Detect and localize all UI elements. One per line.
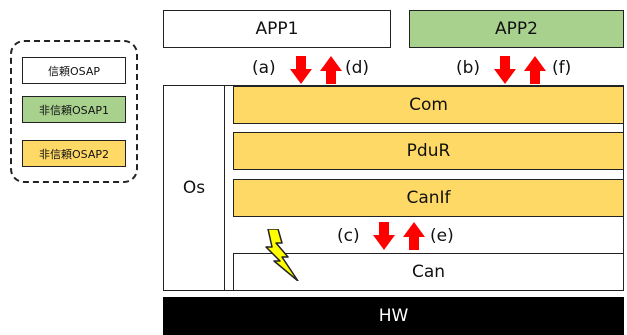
legend-item-trusted-osap: 信頼OSAP xyxy=(22,57,126,84)
arrow-label-f: (f) xyxy=(552,58,572,78)
app1-box: APP1 xyxy=(163,10,391,48)
can-box: Can xyxy=(233,253,624,291)
app1-label: APP1 xyxy=(255,19,299,39)
os-box: Os xyxy=(163,85,225,291)
arrow-label-a: (a) xyxy=(252,58,276,78)
up-arrow-icon xyxy=(524,56,546,84)
legend-item-untrusted-osap1: 非信頼OSAP1 xyxy=(22,96,126,123)
arrow-label-d: (d) xyxy=(345,58,370,78)
up-arrow-icon xyxy=(403,222,425,250)
pdur-label: PduR xyxy=(406,141,451,161)
down-arrow-icon xyxy=(494,56,516,84)
com-label: Com xyxy=(409,95,448,115)
canif-box: CanIf xyxy=(233,179,624,217)
pdur-box: PduR xyxy=(233,132,624,170)
app2-box: APP2 xyxy=(409,10,624,48)
arrow-label-b: (b) xyxy=(456,58,481,78)
lightning-bolt-icon xyxy=(265,229,299,281)
com-box: Com xyxy=(233,86,624,124)
can-label: Can xyxy=(411,262,446,282)
canif-label: CanIf xyxy=(406,188,451,208)
legend-frame xyxy=(10,40,138,183)
os-label: Os xyxy=(182,178,206,198)
hw-label: HW xyxy=(378,306,409,326)
legend-item-untrusted-osap2: 非信頼OSAP2 xyxy=(22,140,126,167)
arrow-label-c: (c) xyxy=(337,226,360,246)
down-arrow-icon xyxy=(290,56,312,84)
app2-label: APP2 xyxy=(495,19,538,39)
arrow-label-e: (e) xyxy=(430,226,454,246)
up-arrow-icon xyxy=(320,56,342,84)
hw-box: HW xyxy=(163,297,624,335)
down-arrow-icon xyxy=(373,222,395,250)
